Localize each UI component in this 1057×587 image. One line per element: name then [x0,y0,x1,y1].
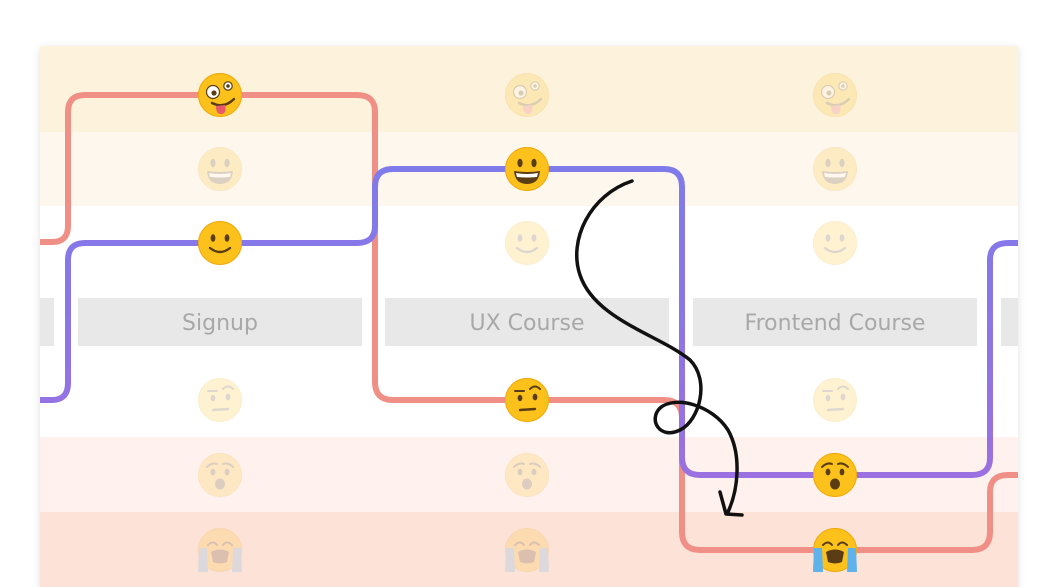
loudly-crying-face-icon [198,528,242,572]
zany-face-icon [813,73,857,117]
active-emoji-markers [198,73,857,572]
grinning-face-icon [198,147,242,191]
stage-label-signup: Signup [182,311,258,336]
slightly-smiling-face-icon [505,221,549,265]
hand-drawn-arrow-head [718,490,744,517]
hand-drawn-arrow [575,179,739,514]
loudly-crying-face-icon [813,528,857,572]
stage-label-ux-course: UX Course [470,311,585,336]
stage-labels: Signup UX Course Frontend Course [40,298,1018,346]
grinning-face-icon [505,147,549,191]
slightly-smiling-face-icon [813,221,857,265]
stage-label-box [693,298,977,346]
zany-face-icon [198,73,242,117]
stage-label-frontend-course: Frontend Course [745,311,926,336]
worried-face-icon [813,453,857,497]
zany-face-icon [505,73,549,117]
grinning-face-icon [813,147,857,191]
stage-label-box-partial [1001,298,1018,346]
worried-face-icon [505,453,549,497]
stage-label-box-partial [40,298,54,346]
raised-eyebrow-face-icon [813,378,857,422]
slightly-smiling-face-icon [198,221,242,265]
raised-eyebrow-face-icon [505,378,549,422]
worried-face-icon [198,453,242,497]
raised-eyebrow-face-icon [198,378,242,422]
loudly-crying-face-icon [505,528,549,572]
stage-label-box [78,298,362,346]
